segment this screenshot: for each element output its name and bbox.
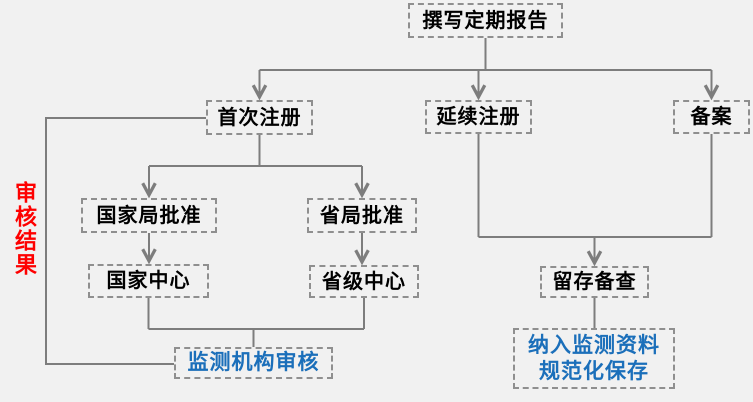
node-provincial-bureau-approval: 省局批准 [307,198,417,233]
audit-result-label: 审核结果 [12,181,37,277]
node-first-registration: 首次注册 [206,100,313,135]
archive-line1: 纳入监测资料 [528,334,660,358]
node-monitoring-agency-review: 监测机构审核 [174,347,333,379]
node-provincial-center: 省级中心 [309,265,419,298]
node-standardized-archive: 纳入监测资料 规范化保存 [513,328,675,389]
node-national-bureau-approval: 国家局批准 [81,198,217,233]
node-write-periodic-report: 撰写定期报告 [408,3,563,38]
edge-review-loopback [45,117,206,365]
node-filing: 备案 [673,100,750,134]
archive-line2: 规范化保存 [539,359,649,383]
node-national-center: 国家中心 [88,264,209,298]
node-retain-for-reference: 留存备查 [540,266,649,298]
node-renewal-registration: 延续注册 [425,100,532,134]
